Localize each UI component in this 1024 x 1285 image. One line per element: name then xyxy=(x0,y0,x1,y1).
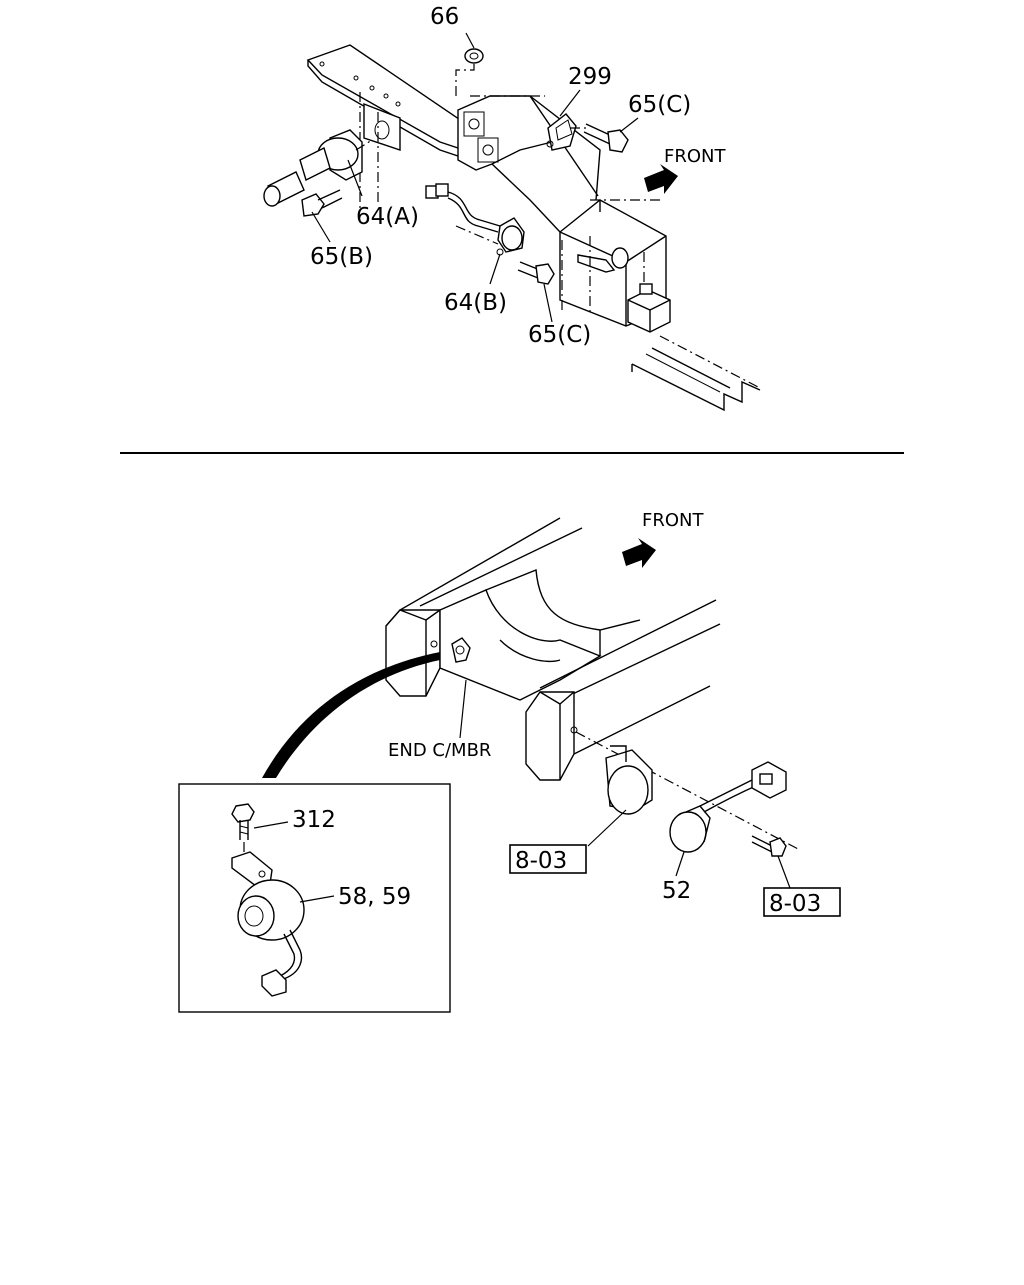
lower-channel-drawing xyxy=(631,335,761,412)
frame-bracket-drawing xyxy=(306,44,479,212)
callout-bolt-65c-lower: 65(C) xyxy=(528,322,591,348)
callout-nut-66: 66 xyxy=(430,4,459,30)
ref-right-text: 8-03 xyxy=(769,891,821,917)
bracket-299-drawing xyxy=(546,113,577,151)
bolt-right-drawing xyxy=(751,835,787,857)
front-arrow-upper xyxy=(644,164,678,194)
bolt-312-drawing xyxy=(231,803,255,860)
nut-66-drawing xyxy=(455,48,484,100)
callout-bracket-299: 299 xyxy=(568,64,612,90)
grommet-drawing xyxy=(575,731,801,851)
callout-sensor-64a: 64(A) xyxy=(356,204,419,230)
bolt-65b-drawing xyxy=(301,189,343,217)
callout-bolt-65c-upper: 65(C) xyxy=(628,92,691,118)
ref-box-right xyxy=(763,887,841,917)
sensor-64a-drawing xyxy=(263,129,373,207)
sensor-64b-drawing xyxy=(425,183,525,256)
callout-bolt-65b: 65(B) xyxy=(310,244,373,270)
callout-sensor-52: 52 xyxy=(662,878,691,904)
end-cross-member-drawing xyxy=(439,569,641,701)
sensor-52-drawing xyxy=(669,761,787,853)
bolt-65c-upper-drawing xyxy=(570,123,629,153)
upper-view: 66 299 65(C) FRONT 64(A) 65(B) 64(B) 65(… xyxy=(263,4,761,412)
bolt-65c-lower-drawing xyxy=(517,261,555,285)
front-label-upper: FRONT xyxy=(664,146,726,167)
detail-inset: 312 58, 59 xyxy=(178,783,451,1013)
end-cross-member-label: END C/MBR xyxy=(388,740,491,761)
left-frame-rail-drawing xyxy=(385,517,583,697)
cross-member-drawing xyxy=(457,95,660,233)
callout-sensor-64b: 64(B) xyxy=(444,290,507,316)
detail-sweep-callout xyxy=(262,652,440,778)
callout-bolt-312: 312 xyxy=(292,807,336,833)
front-label-lower: FRONT xyxy=(642,510,704,531)
lower-view: FRONT END C/MBR 8-03 52 8-03 xyxy=(178,510,841,1013)
front-arrow-lower xyxy=(622,538,656,568)
connector-block-drawing xyxy=(627,283,671,333)
ref-left-text: 8-03 xyxy=(515,848,567,874)
sensor-58-59-drawing xyxy=(231,851,305,997)
callout-sensor-58-59: 58, 59 xyxy=(338,884,411,910)
ref-box-left xyxy=(509,844,587,874)
